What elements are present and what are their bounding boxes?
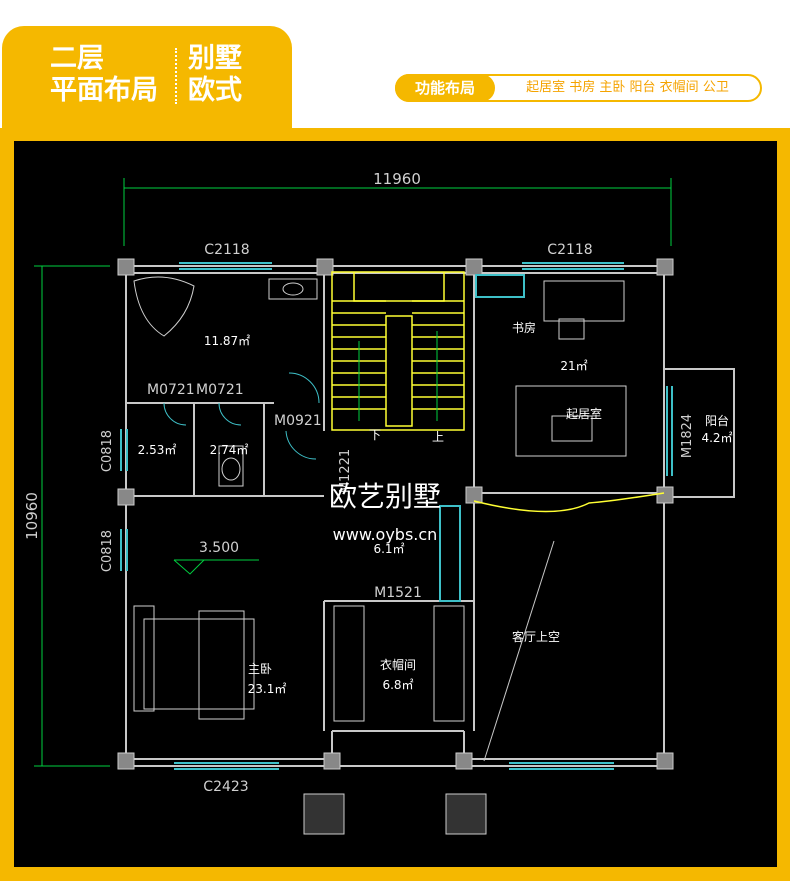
page-subtitle-line2: 欧式 bbox=[188, 75, 242, 106]
study-area: 21㎡ bbox=[560, 359, 587, 373]
elevation-symbol bbox=[173, 559, 259, 575]
staircase bbox=[331, 271, 465, 431]
master-area: 23.1㎡ bbox=[248, 682, 287, 696]
hall-area: 6.1㎡ bbox=[373, 542, 404, 556]
stair-down-label: 下 bbox=[369, 428, 381, 442]
dimension-lines bbox=[34, 178, 672, 767]
stair-arrows bbox=[358, 331, 438, 421]
window-label-top-left: C2118 bbox=[204, 242, 249, 258]
door-label-6: M1824 bbox=[680, 414, 695, 458]
balcony-area: 4.2㎡ bbox=[701, 431, 732, 445]
void-line bbox=[483, 540, 555, 762]
page-title-line2: 平面布局 bbox=[50, 75, 158, 106]
bathroom-fixtures bbox=[133, 276, 627, 722]
balcony-label: 阳台 bbox=[705, 413, 729, 428]
dim-width-label: 11960 bbox=[373, 170, 421, 188]
watermark-text: 欧艺别墅 bbox=[329, 480, 441, 513]
stair-up-label: 上 bbox=[432, 430, 444, 444]
door-label-3: M0921 bbox=[274, 413, 322, 429]
void-label: 客厅上空 bbox=[512, 629, 560, 644]
door-label-5: M1521 bbox=[374, 585, 422, 601]
window-label-left-lower: C0818 bbox=[100, 530, 115, 572]
master-label: 主卧 bbox=[248, 662, 272, 676]
title-divider bbox=[175, 48, 178, 104]
elevation-mark: 3.500 bbox=[199, 540, 239, 556]
door-label-1: M0721 bbox=[147, 382, 195, 398]
cad-floor-plan: 11960 10960 bbox=[14, 141, 777, 867]
wc1-area: 2.53㎡ bbox=[138, 443, 177, 457]
bath-area: 11.87㎡ bbox=[204, 334, 250, 348]
header-tab bbox=[2, 26, 292, 146]
closet-label: 衣帽间 bbox=[380, 657, 416, 672]
window-label-left-upper: C0818 bbox=[100, 430, 115, 472]
page-subtitle-line1: 别墅 bbox=[188, 43, 242, 74]
living-label: 起居室 bbox=[566, 406, 602, 421]
columns bbox=[117, 258, 674, 835]
function-label: 功能布局 bbox=[395, 74, 495, 102]
door-label-2: M0721 bbox=[196, 382, 244, 398]
closet-area: 6.8㎡ bbox=[382, 678, 413, 692]
door-swings bbox=[163, 372, 320, 460]
function-items: 起居室 书房 主卧 阳台 衣帽间 公卫 bbox=[526, 80, 729, 95]
door-label-4: M1221 bbox=[338, 449, 353, 493]
window-label-top-right: C2118 bbox=[547, 242, 592, 258]
dim-height-label: 10960 bbox=[23, 492, 41, 540]
watermark-url: www.oybs.cn bbox=[333, 525, 438, 544]
living-arc-wall bbox=[473, 492, 665, 513]
study-label: 书房 bbox=[512, 320, 536, 335]
windows bbox=[120, 262, 673, 770]
window-label-bottom: C2423 bbox=[203, 779, 248, 795]
wc2-area: 2.74㎡ bbox=[210, 443, 249, 457]
page-title-line1: 二层 bbox=[50, 43, 104, 74]
